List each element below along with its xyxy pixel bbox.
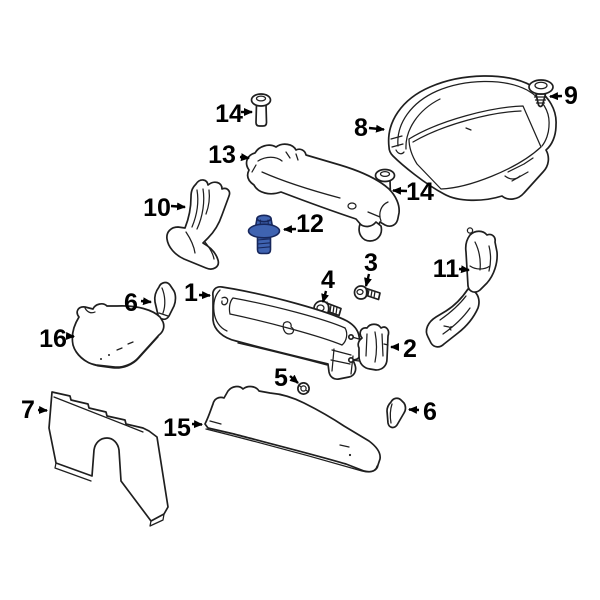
part-8-drawing [387, 75, 557, 202]
part-7-drawing [48, 391, 169, 527]
callout-11: 11 [433, 255, 470, 283]
callout-arrow-1 [198, 291, 211, 300]
callout-label-5: 5 [274, 364, 288, 392]
callout-arrow-5 [289, 374, 299, 384]
part-10-drawing [166, 179, 231, 270]
callout-label-7: 7 [21, 396, 35, 424]
callout-label-14: 14 [406, 178, 434, 206]
callout-label-13: 13 [208, 141, 236, 169]
callout-13: 13 [208, 141, 250, 169]
callout-10: 10 [143, 194, 186, 222]
callout-arrow-13 [239, 153, 250, 162]
callout-arrow-3 [364, 273, 372, 287]
callout-14: 14 [392, 178, 434, 206]
callout-label-2: 2 [403, 335, 417, 363]
callout-arrow-8 [368, 124, 385, 133]
callout-arrow-10 [170, 202, 186, 211]
part-14-screw-top-drawing [250, 93, 272, 127]
callout-6: 6 [124, 289, 152, 317]
callout-14: 14 [215, 100, 253, 128]
callout-9: 9 [549, 82, 578, 110]
callout-arrow-11 [458, 265, 470, 274]
callout-arrow-15 [191, 420, 203, 429]
callout-label-10: 10 [143, 194, 171, 222]
callout-12: 12 [283, 210, 324, 238]
callout-label-3: 3 [364, 249, 378, 277]
callout-arrow-6 [140, 297, 152, 306]
callout-arrow-4 [321, 290, 329, 303]
callout-1: 1 [184, 279, 211, 307]
callout-7: 7 [21, 396, 48, 424]
callout-label-1: 1 [184, 279, 198, 307]
callout-label-9: 9 [564, 82, 578, 110]
callout-arrow-14 [392, 186, 408, 195]
callout-arrow-6 [408, 405, 420, 414]
callout-label-11: 11 [433, 255, 460, 283]
callout-15: 15 [163, 414, 203, 442]
part-15-drawing [204, 385, 381, 473]
callout-arrow-7 [37, 406, 48, 415]
callout-label-12: 12 [296, 210, 324, 238]
callout-label-6: 6 [423, 398, 437, 426]
callout-4: 4 [321, 266, 335, 303]
callout-arrow-16 [65, 332, 75, 340]
part-6-left-drawing [153, 281, 177, 321]
callout-3: 3 [364, 249, 378, 287]
callout-label-4: 4 [321, 266, 335, 294]
part-6-right-drawing [386, 397, 407, 429]
callout-5: 5 [274, 364, 299, 392]
part-16-drawing [71, 303, 165, 369]
part-2-drawing [347, 323, 390, 371]
part-3-drawing [353, 285, 381, 301]
callout-label-14: 14 [215, 100, 243, 128]
callout-arrow-12 [283, 225, 297, 234]
callout-label-15: 15 [163, 414, 191, 442]
callout-label-6: 6 [124, 289, 138, 317]
callout-arrow-9 [549, 92, 563, 101]
part-5-drawing [297, 382, 310, 395]
part-11-drawing [425, 227, 498, 348]
part-13-drawing [245, 143, 400, 242]
part-12-highlighted-bolt [247, 214, 281, 255]
callout-16: 16 [39, 325, 75, 353]
callout-label-16: 16 [39, 325, 67, 353]
callout-label-8: 8 [354, 114, 368, 142]
callout-2: 2 [390, 335, 417, 363]
callout-8: 8 [354, 114, 385, 142]
part-1-drawing [212, 286, 363, 381]
part-9-drawing [528, 79, 554, 108]
callout-6: 6 [408, 398, 437, 426]
